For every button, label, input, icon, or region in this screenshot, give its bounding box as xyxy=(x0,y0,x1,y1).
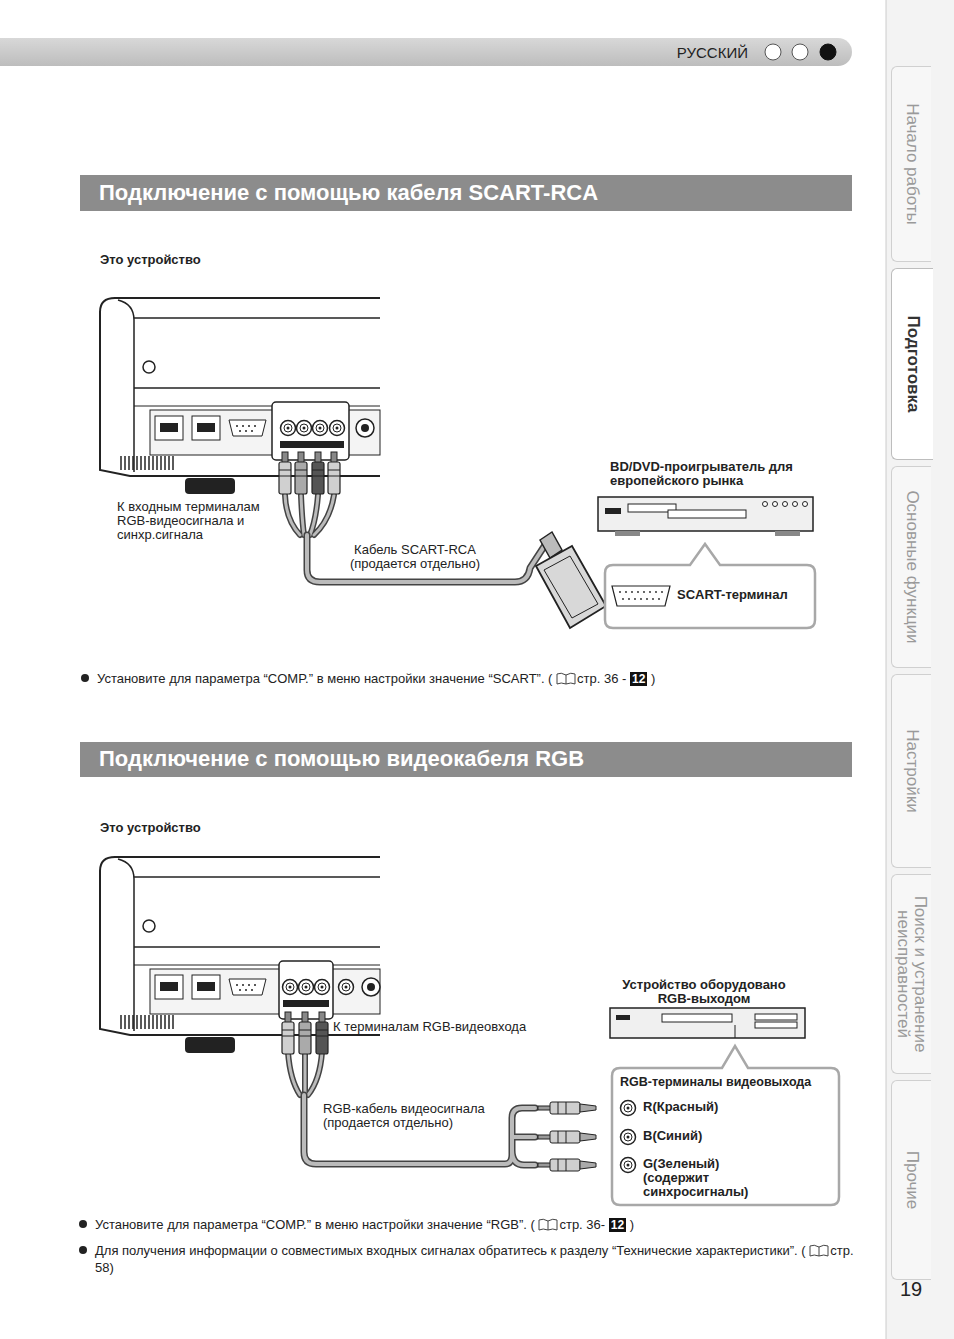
note-text: стр. 36- xyxy=(559,1217,605,1232)
note-text: Установите для параметра “COMP.” в меню … xyxy=(97,671,552,686)
connection-note: К терминалам RGB-видеовхода xyxy=(333,1020,563,1034)
chapter-tab-active: Подготовка xyxy=(891,268,933,460)
section-title-band: Подключение с помощью видеокабеля RGB xyxy=(80,742,852,777)
section-title-band: Подключение с помощью кабеля SCART-RCA xyxy=(80,175,852,211)
tab-label: Подготовка xyxy=(904,276,921,452)
setup-note: Установите для параметра “COMP.” в меню … xyxy=(97,670,857,688)
page-ref-badge: 12 xyxy=(630,672,647,686)
device-heading: Устройство оборудовано RGB-выходом xyxy=(604,978,804,1006)
box-heading: РУССКИЙ xyxy=(677,45,748,60)
device-heading: Это устройство xyxy=(100,253,300,267)
box-heading: Подключение с помощью видеокабеля RGB xyxy=(99,747,584,771)
box-text: R(Красный) xyxy=(643,1100,718,1114)
note-text: Установите для параметра “COMP.” в меню … xyxy=(95,1217,535,1232)
chapter-tab: Прочие xyxy=(891,1080,931,1280)
note-text: ) xyxy=(630,1217,634,1232)
setup-note: Установите для параметра “COMP.” в меню … xyxy=(95,1216,855,1234)
chapter-tab: Настройки xyxy=(891,674,931,868)
rgb-callout-box: RGB-терминалы видеовыходаR(Красный) B(Син… xyxy=(612,1068,839,1205)
language-bar: РУССКИЙ xyxy=(0,38,852,66)
box-heading: RGB-терминалы видеовыхода xyxy=(620,1075,811,1089)
book-icon xyxy=(556,672,576,685)
book-icon xyxy=(538,1218,558,1231)
box-text: G(Зеленый) (содержит синхросигналы) xyxy=(643,1157,763,1199)
box-heading: SCART-терминал xyxy=(677,587,788,602)
cable-label: Кабель SCART-RCA (продается отдельно) xyxy=(340,543,490,571)
page-ref-badge: 12 xyxy=(609,1218,626,1232)
page-number: 19 xyxy=(900,1278,940,1300)
setup-note: Для получения информации о совместимых в… xyxy=(95,1242,865,1276)
box-text: B(Синий) xyxy=(643,1129,702,1143)
device-heading: Это устройство xyxy=(100,821,300,835)
tab-label: Настройки xyxy=(903,682,920,860)
box-heading: Подключение с помощью кабеля SCART-RCA xyxy=(99,181,598,205)
tab-label: Поиск и устранение неисправностей xyxy=(895,882,929,1066)
book-icon xyxy=(809,1244,829,1257)
note-text: стр. 36 - xyxy=(577,671,626,686)
tab-label: Основные функции xyxy=(903,474,920,660)
player-heading: BD/DVD-проигрыватель для европейского ры… xyxy=(610,460,825,488)
chapter-tab: Поиск и устранение неисправностей xyxy=(891,874,931,1074)
tab-label: Прочие xyxy=(903,1088,920,1272)
tab-label: Начало работы xyxy=(903,74,920,254)
connection-note: К входным терминалам RGB-видеосигнала и … xyxy=(117,500,285,542)
chapter-tab: Основные функции xyxy=(891,466,931,668)
scart-callout-box: SCART-терминал xyxy=(605,565,815,628)
cable-label: RGB-кабель видеосигнала (продается отдел… xyxy=(323,1102,508,1130)
note-text: Для получения информации о совместимых в… xyxy=(95,1243,806,1258)
chapter-tab: Начало работы xyxy=(891,66,931,262)
note-text: ) xyxy=(651,671,655,686)
